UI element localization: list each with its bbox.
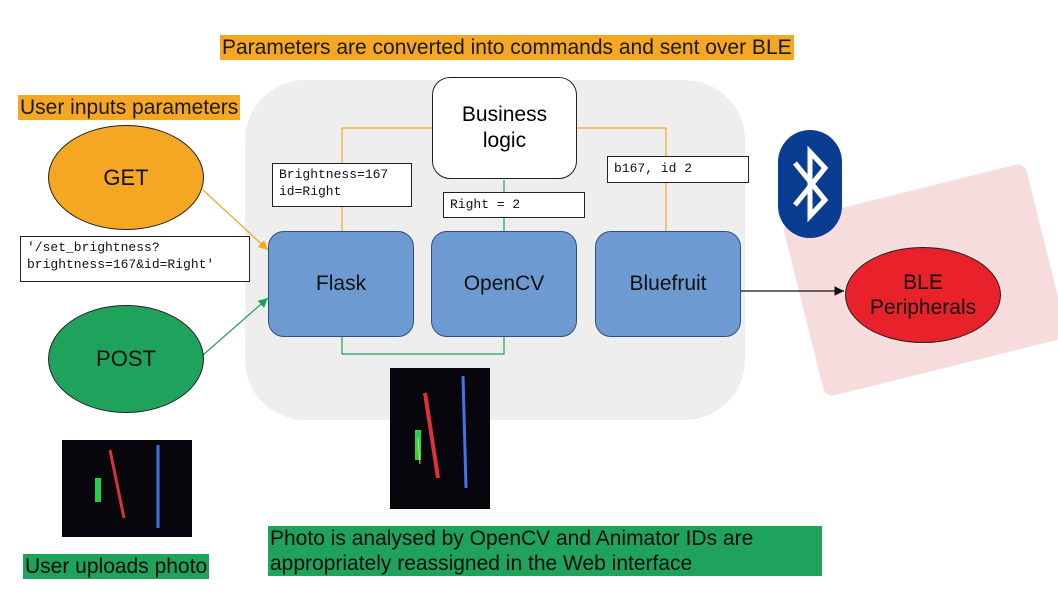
bluefruit-node: Bluefruit [595,231,741,337]
opencv-caption: Photo is analysed by OpenCV and Animator… [268,526,822,576]
business-logic-node: Business logic [432,77,577,179]
uploaded-photo [62,440,192,537]
opencv-node: OpenCV [431,231,577,337]
flask-node: Flask [268,231,414,337]
ble-peripherals-label: BLE Peripherals [869,271,977,319]
flask-to-opencv-line [341,336,505,355]
get-node: GET [48,125,204,230]
get-to-flask-arrow [202,189,269,251]
analysed-photo [390,368,490,509]
logic-to-bluefruit-line [577,127,667,232]
flask-params-label: Brightness=167 id=Right [272,163,412,207]
post-node: POST [48,305,204,413]
ble-command-label: b167, id 2 [607,156,749,183]
business-logic-label: Business logic [461,103,548,152]
post-to-flask-arrow [202,297,269,356]
bluetooth-icon [778,130,842,238]
opencv-result-label: Right = 2 [443,192,585,218]
user-uploads-caption: User uploads photo [23,554,210,579]
ble-caption: Parameters are converted into commands a… [220,35,794,60]
get-url-label: '/set_brightness? brightness=167&id=Righ… [20,236,250,282]
user-inputs-caption: User inputs parameters [18,95,241,120]
ble-peripherals-node: BLE Peripherals [845,247,1001,343]
